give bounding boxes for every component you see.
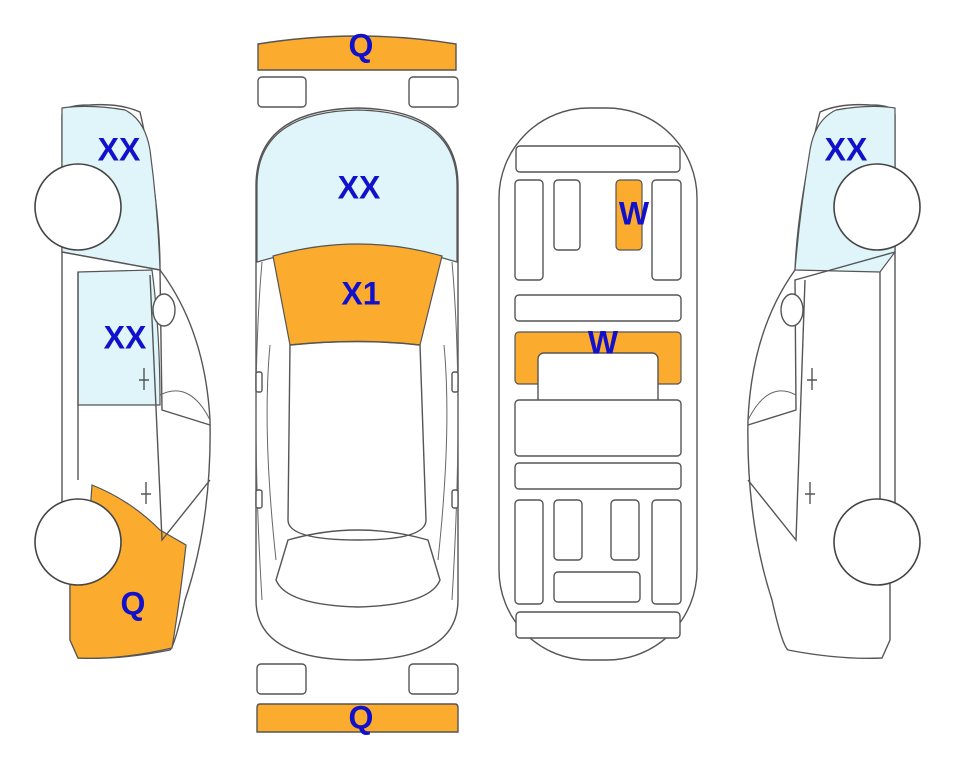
cabin-outline — [287, 340, 427, 541]
right-door-crease — [437, 344, 448, 561]
rear-seat-panel — [514, 399, 682, 457]
rear-right-rail — [651, 499, 682, 605]
rear-left-light — [256, 663, 307, 695]
right-side-view: XX — [747, 103, 921, 660]
windshield-label: XX — [338, 169, 381, 205]
left-mirror — [255, 371, 263, 393]
front-bumper-label: Q — [349, 27, 374, 63]
left-side-crease — [255, 261, 263, 601]
front-right-rail — [651, 179, 682, 281]
left-beltline — [61, 251, 211, 426]
right-beltline — [747, 251, 896, 426]
left-front-window-label: XX — [104, 319, 147, 355]
left-side-view: XX XX Q — [34, 103, 211, 660]
floor-panel-label: W — [588, 324, 619, 360]
right-side-crease — [451, 261, 459, 601]
right-door-seam — [747, 279, 806, 542]
front-bumper-group: Q — [257, 27, 459, 108]
left-handle — [255, 489, 263, 509]
front-cross-panel — [515, 145, 681, 173]
rear-inner-right-rail — [610, 499, 640, 561]
front-right-light — [408, 76, 459, 108]
hood-label: X1 — [341, 275, 380, 311]
rear-end-panel — [515, 611, 681, 639]
rear-inner-left-rail — [553, 499, 583, 561]
left-door-crease — [266, 344, 277, 561]
front-inner-left-rail — [553, 179, 581, 251]
rear-window-outline — [275, 529, 441, 608]
roof-panel-label: W — [619, 195, 650, 231]
right-pillar — [747, 390, 797, 421]
rear-cross-panel — [514, 462, 682, 490]
left-rear-window-label: XX — [98, 131, 141, 167]
underside-view: W W — [498, 107, 698, 661]
right-handle-rear — [805, 482, 815, 504]
right-rear-window-label: XX — [825, 131, 868, 167]
left-mirror — [152, 293, 176, 327]
rear-right-light — [408, 663, 459, 695]
right-mirror — [451, 371, 459, 393]
right-handle — [451, 489, 459, 509]
mid-cross-panel — [514, 294, 682, 322]
left-front-window[interactable] — [77, 269, 161, 406]
spare-well — [553, 571, 641, 603]
front-left-rail — [514, 179, 544, 281]
rear-left-rail — [514, 499, 544, 605]
right-handle-front — [807, 368, 817, 390]
roof-panel[interactable] — [615, 179, 643, 251]
left-handle-rear — [141, 482, 151, 504]
left-pillar — [159, 390, 211, 421]
left-fender-label: Q — [121, 585, 146, 621]
rear-bumper-label: Q — [349, 699, 374, 735]
left-handle-front — [139, 368, 149, 390]
top-view-car: XX X1 — [255, 107, 459, 661]
front-bumper[interactable] — [257, 35, 457, 71]
left-door-seam — [149, 274, 211, 542]
right-mirror — [780, 293, 804, 327]
front-left-light — [257, 76, 307, 108]
right-front-wheel — [833, 498, 921, 586]
left-front-wheel — [34, 498, 122, 586]
left-rear-wheel — [34, 163, 122, 251]
rear-bumper[interactable] — [256, 703, 459, 733]
right-rear-wheel — [833, 163, 921, 251]
rear-bumper-group: Q — [256, 663, 459, 735]
